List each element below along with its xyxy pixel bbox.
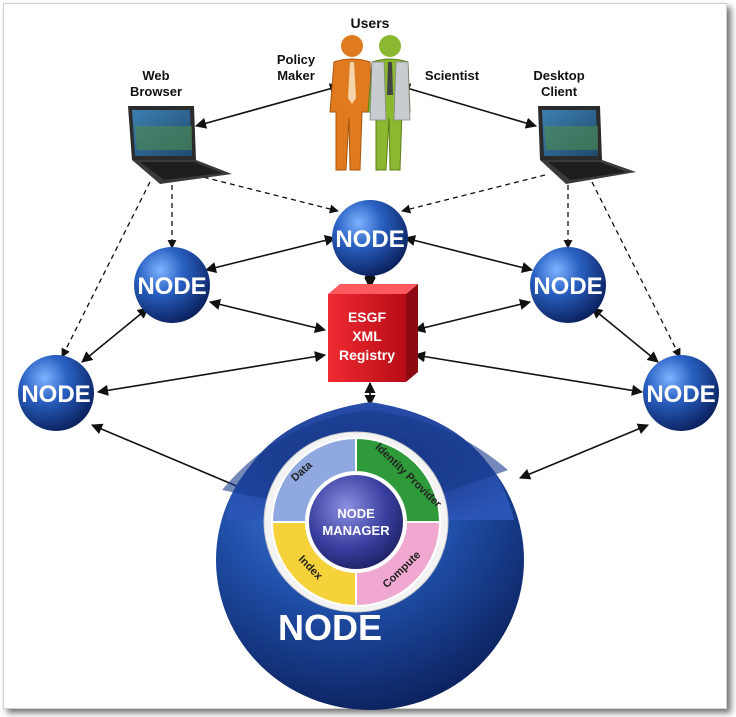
node-far-left-label: NODE [21,381,90,408]
desktop-client-group: Desktop Client [533,68,636,184]
link-right-registry [413,298,532,334]
policy-maker-label-line2: Maker [277,68,315,83]
registry-line3: Registry [339,347,395,363]
link-far-left-registry [96,351,327,396]
registry-line2: XML [352,328,382,344]
laptop-icon [538,106,636,184]
dashed-browser-to-top-node [194,174,339,214]
link-browser-policy [194,83,342,129]
policy-maker-label-line1: Policy [277,52,316,67]
index-segment [270,521,357,608]
web-browser-label-line1: Web [142,68,169,83]
link-top-left-node [204,234,337,274]
scientist-figure [367,35,411,171]
link-right-far-right [591,307,659,363]
node-far-left: NODE [18,355,94,431]
dashed-browser-to-far-left-node [61,181,151,358]
dashed-desktop-to-top-node [401,174,546,214]
desktop-client-label-line2: Client [541,84,578,99]
link-left-far-left [81,307,149,363]
link-far-right-main [518,423,650,480]
registry-line1: ESGF [348,309,387,325]
esgf-registry: ESGF XML Registry [328,284,418,382]
link-top-right-node [403,235,534,273]
users-label: Users [351,15,390,31]
laptop-icon [128,106,232,184]
link-far-right-registry [413,351,644,396]
web-browser-label-line2: Browser [130,84,182,99]
link-far-left-main [90,423,248,492]
node-top-label: NODE [335,226,404,253]
node-left-label: NODE [137,273,206,300]
link-desktop-scientist [398,83,538,129]
service-ring: Data Identity Provider Compute Index NOD… [270,436,444,608]
policy-maker-figure [329,35,373,171]
node-right-label: NODE [533,273,602,300]
node-right: NODE [530,247,606,323]
dashed-desktop-to-far-right-node [591,181,681,358]
node-far-right: NODE [643,355,719,431]
node-far-right-label: NODE [646,381,715,408]
node-manager-core [307,473,405,571]
scientist-label: Scientist [425,68,480,83]
users-group: Users Policy Maker Scientist [277,15,480,171]
node-manager-line1: NODE [337,506,375,521]
node-manager-line2: MANAGER [322,523,390,538]
main-node-label: NODE [278,607,382,648]
link-left-registry [208,298,327,334]
desktop-client-label-line1: Desktop [533,68,584,83]
dashed-connectors [61,174,681,358]
node-left: NODE [134,247,210,323]
node-top: NODE [332,200,408,276]
web-browser-group: Web Browser [128,68,232,184]
